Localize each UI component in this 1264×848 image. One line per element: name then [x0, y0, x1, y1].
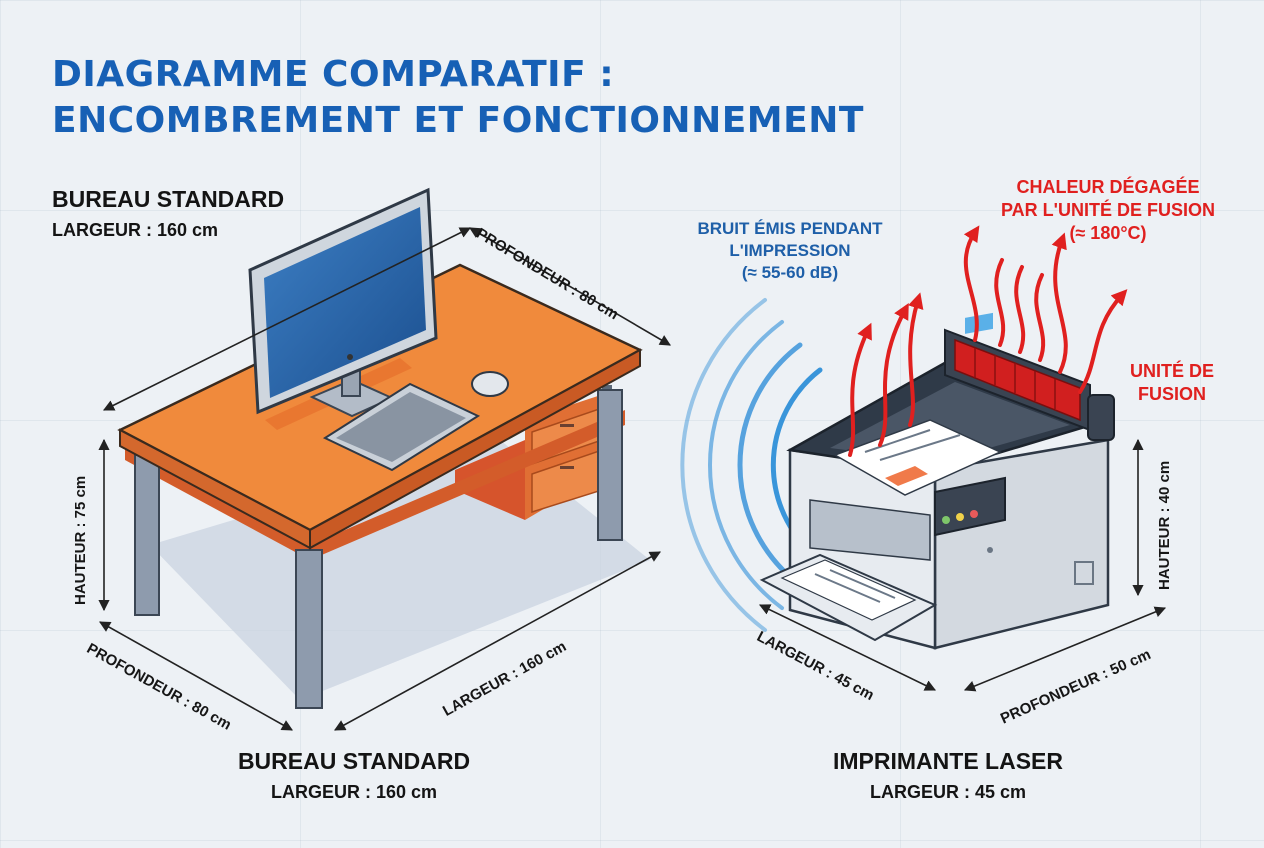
heat-wave [1014, 265, 1026, 354]
paper-lines [864, 429, 961, 461]
sound-wave [737, 342, 803, 588]
printer-dimension-lines [758, 438, 1167, 692]
fuser-fins [974, 348, 1056, 409]
heat-label-line-3: (≈ 180°C) [1069, 223, 1147, 243]
desk-apron [125, 410, 625, 560]
desk-top-name: BUREAU STANDARD [52, 186, 285, 212]
printer-illustration [759, 312, 1115, 650]
printer-vent [1074, 561, 1094, 585]
mouse [471, 371, 509, 397]
dim-line-depth-top [102, 227, 472, 411]
panel-screen [965, 312, 993, 334]
sound-wave [680, 298, 767, 632]
dim-line-printer-depth [963, 606, 1167, 692]
fuser-unit-heater [954, 338, 1081, 422]
desk-top-width: LARGEUR : 160 cm [52, 220, 219, 240]
heat-arrow [1051, 232, 1068, 374]
printer-port [987, 547, 993, 553]
dim-line-width [334, 551, 661, 731]
panel-button [956, 513, 964, 521]
dim-line-printer-width [758, 604, 937, 691]
monitor-logo [347, 354, 353, 360]
heat-wave [1034, 273, 1046, 362]
printer-width: LARGEUR : 45 cm [869, 782, 1027, 802]
heat-arrow [878, 302, 909, 447]
panel-button [970, 510, 978, 518]
paper-image [885, 466, 928, 486]
heat-wave [994, 258, 1006, 347]
noise-label: BRUIT ÉMIS PENDANT L'IMPRESSION (≈ 55-60… [660, 218, 920, 284]
desk-top-edge [309, 348, 641, 550]
desk-bottom-name: BUREAU STANDARD [237, 748, 471, 774]
heat-label-line-2: PAR L'UNITÉ DE FUSION [1001, 200, 1215, 220]
title-line-2: ENCOMBREMENT ET FONCTIONNEMENT [52, 100, 864, 141]
drawer-handle [560, 424, 574, 427]
fuser-label: UNITÉ DE FUSION [1112, 360, 1232, 406]
noise-label-line-3: (≈ 55-60 dB) [741, 263, 839, 282]
heat-arrow [848, 322, 872, 457]
noise-label-line-2: L'IMPRESSION [729, 241, 851, 260]
fuser-label-line-1: UNITÉ DE [1129, 361, 1214, 381]
heat-arrow [908, 292, 924, 427]
desk-leg [134, 454, 160, 616]
output-paper [833, 419, 1002, 496]
heat-label: CHALEUR DÉGAGÉE PAR L'UNITÉ DE FUSION (≈… [968, 176, 1248, 245]
printer-side [933, 438, 1110, 650]
heat-arrow [963, 225, 980, 342]
desk-dimension-lines [98, 227, 671, 731]
drawer-handle [560, 466, 574, 469]
printer-tray-slot [809, 499, 931, 561]
desk-bottom-width: LARGEUR : 160 cm [270, 782, 438, 802]
noise-label-line-1: BRUIT ÉMIS PENDANT [697, 219, 883, 238]
desk-leg [295, 549, 323, 709]
heat-arrow [1078, 289, 1128, 394]
fuser-label-line-2: FUSION [1137, 384, 1206, 404]
printer-dim-height: HAUTEUR : 40 cm [1156, 460, 1173, 590]
dim-line-depth-bottom [99, 621, 293, 731]
control-panel [934, 476, 1006, 537]
title-line-1: DIAGRAMME COMPARATIF : [52, 54, 615, 95]
tray-paper-lines [814, 569, 896, 603]
fuser-end-cap [1087, 394, 1115, 441]
heat-arrows [848, 225, 1128, 457]
heat-label-line-1: CHALEUR DÉGAGÉE [1016, 177, 1200, 197]
panel-button [942, 516, 950, 524]
dim-line-depth-top-right [469, 227, 671, 346]
diagram-title: DIAGRAMME COMPARATIF : ENCOMBREMENT ET F… [52, 52, 864, 144]
sound-wave [707, 320, 784, 610]
printer-name: IMPRIMANTE LASER [833, 748, 1063, 774]
desk-leg [597, 389, 623, 541]
desk-dim-height: HAUTEUR : 75 cm [72, 475, 89, 605]
